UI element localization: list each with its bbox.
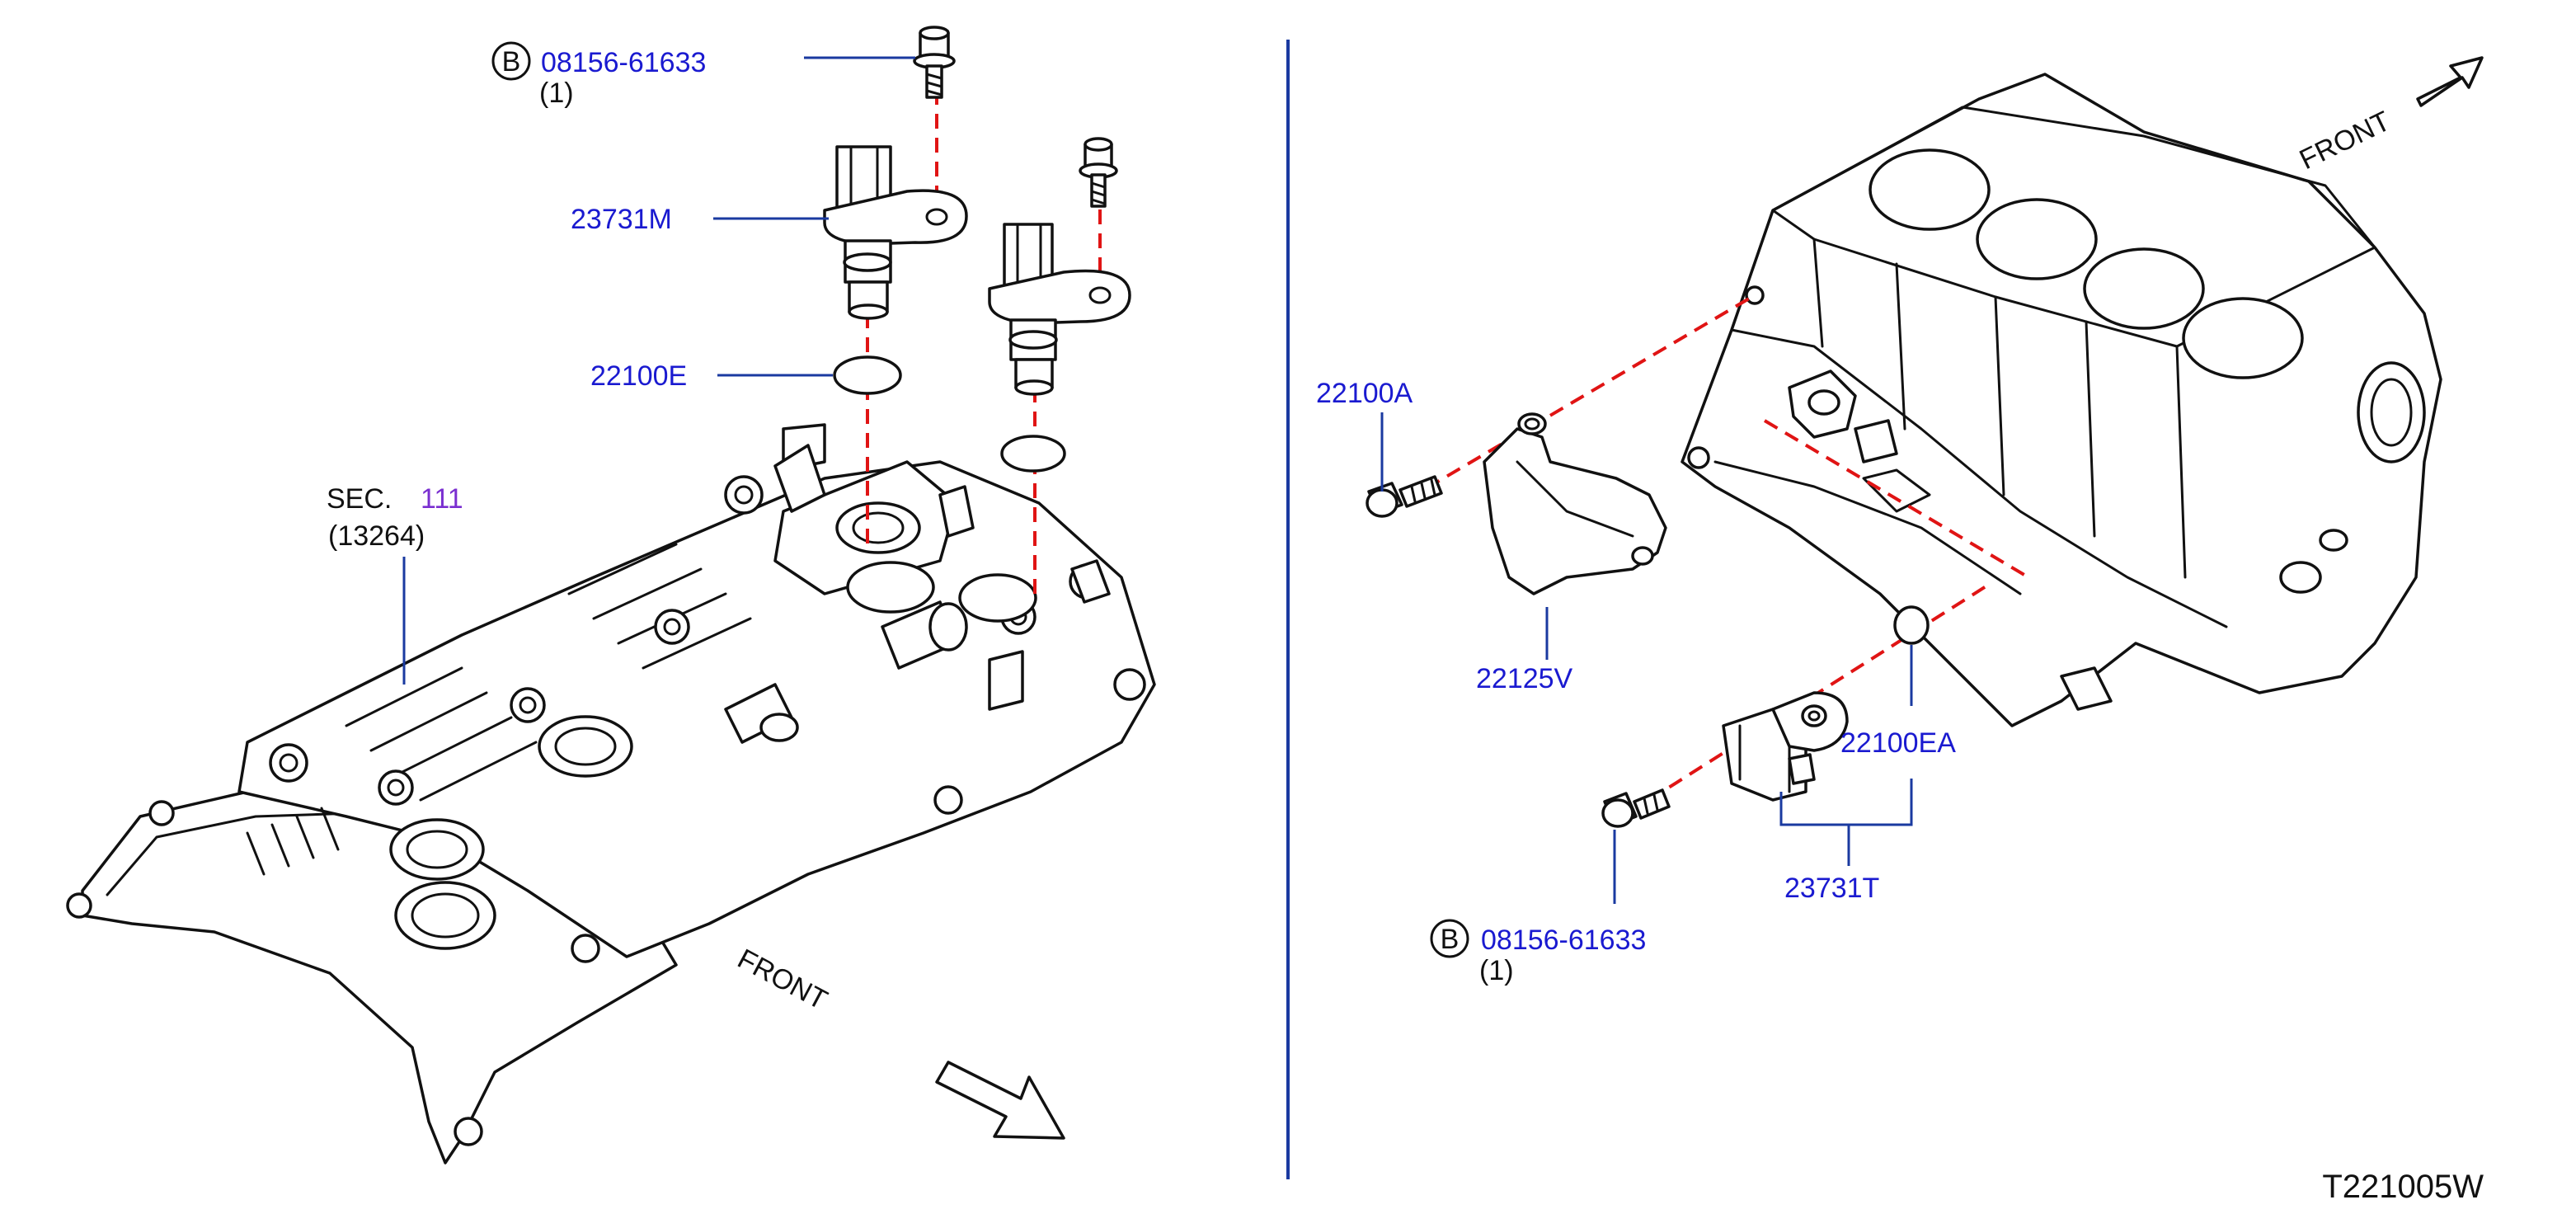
bolt-22100A [1366, 475, 1443, 518]
rocker-cover [66, 423, 1156, 1164]
label-22100EA: 22100EA [1840, 727, 1956, 759]
label-22100E: 22100E [590, 360, 687, 392]
front-arrow-left [935, 1061, 1065, 1140]
oring-22100E [833, 355, 902, 395]
callout-bolt-right: B 08156-61633 (1) [1430, 919, 1646, 986]
callout-bolt-left: B 08156-61633 (1) [491, 41, 706, 109]
label-sec-number: 111 [421, 483, 463, 515]
oring-second [1000, 435, 1066, 473]
sensor-second [988, 223, 1131, 396]
diagram-code: T221005W [2322, 1169, 2484, 1205]
bolt-08156-61633-right [1601, 788, 1671, 828]
label-22125V: 22125V [1476, 663, 1573, 694]
callout-symbol-circle [491, 41, 531, 81]
guide-line-block-to-bracket [1763, 419, 2030, 579]
label-sec-ref: (13264) [328, 520, 425, 552]
front-arrow-right [2416, 56, 2484, 107]
label-08156-61633-right: 08156-61633 [1481, 925, 1646, 956]
callout-symbol-circle-right [1430, 919, 1469, 958]
bolt-second [1079, 137, 1118, 208]
callout-symbol-letter-right: B [1441, 924, 1460, 955]
label-22100A: 22100A [1316, 378, 1413, 409]
label-23731T: 23731T [1784, 873, 1879, 904]
front-label-left: FRONT [732, 943, 832, 1017]
cylinder-block [1681, 73, 2442, 727]
label-qty-right: (1) [1479, 955, 1514, 986]
label-sec-prefix: SEC. [327, 483, 392, 515]
sensor-23731M [823, 145, 968, 320]
front-label-right: FRONT [2295, 106, 2395, 176]
callout-symbol-letter: B [502, 46, 521, 78]
label-qty-left: (1) [539, 78, 574, 109]
label-23731M: 23731M [571, 204, 672, 235]
guide-line-22100A [1425, 294, 1756, 490]
bolt-08156-61633-left [913, 26, 956, 99]
leader-bracket-23731T [1779, 779, 1913, 826]
label-08156-61633-left: 08156-61633 [541, 47, 706, 78]
sensor-23731T [1722, 691, 1849, 802]
bracket-22125V [1483, 412, 1667, 595]
oring-22100EA [1893, 605, 1930, 645]
